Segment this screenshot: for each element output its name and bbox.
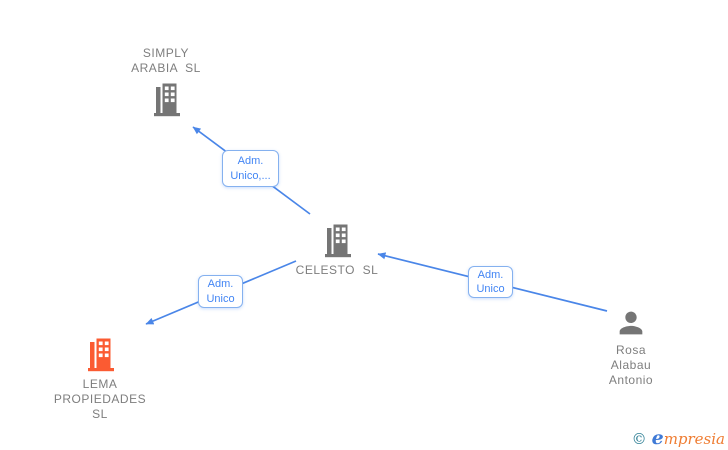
node-rosa-alabau[interactable]: Rosa Alabau Antonio (571, 306, 691, 388)
building-icon (150, 83, 182, 117)
copyright-icon: © (631, 430, 647, 448)
node-lema-propiedades[interactable]: LEMA PROPIEDADES SL (35, 338, 165, 422)
person-icon (614, 306, 648, 340)
brand-initial: e (651, 427, 664, 449)
building-icon (321, 224, 353, 258)
edge-label-adm-unico-right[interactable]: Adm. Unico (468, 266, 513, 298)
building-icon (84, 338, 116, 372)
edge-label-text: Adm. Unico,... (230, 155, 271, 182)
edge-label-text: Adm. Unico (206, 278, 235, 305)
edge-label-text: Adm. Unico (476, 268, 505, 296)
brand-name: mpresia (663, 430, 725, 448)
node-label: LEMA PROPIEDADES SL (53, 377, 147, 421)
edge-label-adm-unico-left[interactable]: Adm. Unico (198, 275, 243, 308)
node-celesto[interactable]: CELESTO SL (277, 224, 397, 278)
node-simply-arabia[interactable]: SIMPLY ARABIA SL (106, 46, 226, 117)
edge-label-adm-unico-ellipsis[interactable]: Adm. Unico,... (222, 150, 279, 187)
node-label: Rosa Alabau Antonio (608, 343, 654, 387)
node-label: SIMPLY ARABIA SL (131, 46, 201, 75)
node-label: CELESTO SL (295, 263, 379, 277)
empresia-watermark: © e mpresia (631, 427, 725, 449)
